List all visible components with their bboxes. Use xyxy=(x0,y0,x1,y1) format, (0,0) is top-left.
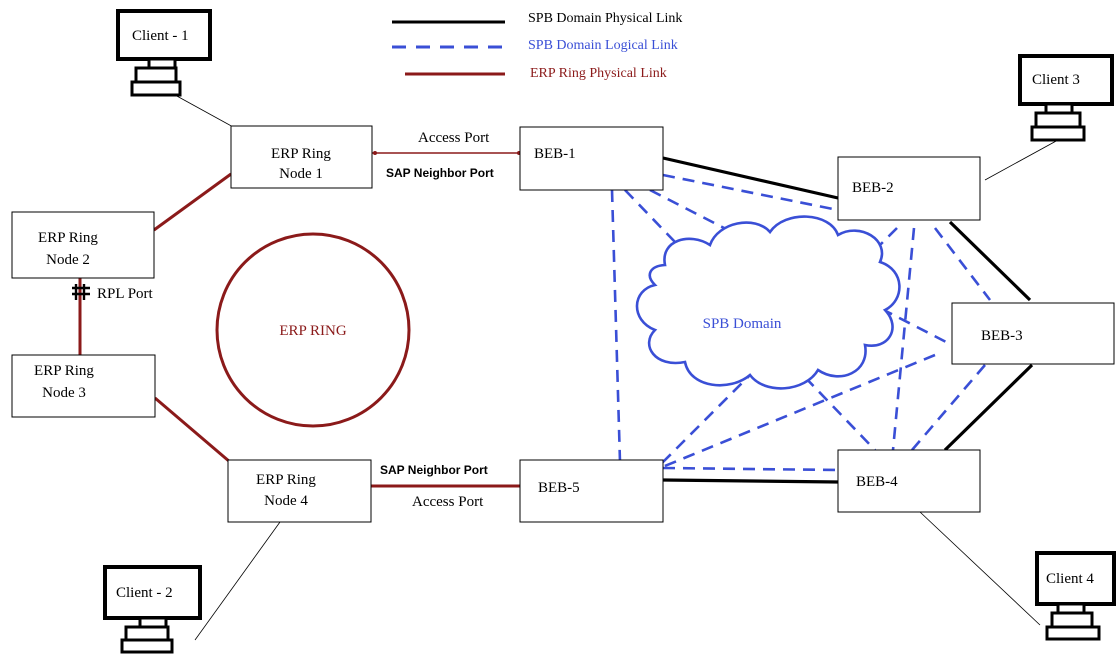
erp-node-4: ERP Ring Node 4 xyxy=(227,459,372,523)
erp-node-4-line1: ERP Ring xyxy=(256,472,316,488)
beb-1: BEB-1 xyxy=(519,126,664,191)
beb-4-label: BEB-4 xyxy=(856,474,898,490)
logical-link xyxy=(933,227,992,301)
legend: SPB Domain Physical Link SPB Domain Logi… xyxy=(392,11,682,81)
erp-node-1-line1: ERP Ring xyxy=(271,146,331,162)
client3-link xyxy=(984,139,1059,181)
node3-node4-link xyxy=(154,396,231,464)
spb-physical-links xyxy=(662,156,1034,484)
client-4-label: Client 4 xyxy=(1046,571,1094,587)
logical-link xyxy=(662,173,839,212)
client-links xyxy=(174,94,1059,641)
client2-link xyxy=(194,521,281,641)
beb2-beb3-link xyxy=(948,220,1032,302)
beb-2: BEB-2 xyxy=(837,156,981,221)
sap-neighbor-bottom-label: SAP Neighbor Port xyxy=(380,463,488,477)
client-4: Client 4 xyxy=(1035,551,1116,641)
legend-physical-label: SPB Domain Physical Link xyxy=(528,11,682,26)
legend-erp-label: ERP Ring Physical Link xyxy=(530,66,667,81)
spb-domain-cloud xyxy=(635,215,901,390)
erp-node-1-line2: Node 1 xyxy=(279,166,323,182)
erp-node-4-line2: Node 4 xyxy=(264,493,308,509)
beb-3: BEB-3 xyxy=(951,302,1115,365)
spb-domain-label: SPB Domain xyxy=(703,316,782,332)
erp-node-3: ERP Ring Node 3 xyxy=(11,354,156,418)
client4-link xyxy=(919,511,1041,626)
erp-node-3-line2: Node 3 xyxy=(42,385,86,401)
computer-icon xyxy=(103,565,202,620)
beb-1-label: BEB-1 xyxy=(534,146,576,162)
beb5-beb4-link xyxy=(662,478,839,484)
erp-node-2-line1: ERP Ring xyxy=(38,230,98,246)
beb3-beb4-link xyxy=(943,363,1034,452)
client-1: Client - 1 xyxy=(116,9,212,97)
sap-neighbor-top-label: SAP Neighbor Port xyxy=(386,166,494,180)
logical-link xyxy=(610,189,622,463)
computer-icon xyxy=(1018,54,1114,106)
node1-node2-link xyxy=(153,172,232,232)
access-port-top-label: Access Port xyxy=(418,130,490,146)
client1-link xyxy=(174,94,236,129)
node1-port-dot xyxy=(373,151,377,155)
erp-node-2: ERP Ring Node 2 xyxy=(11,211,155,279)
legend-logical-label: SPB Domain Logical Link xyxy=(528,38,678,53)
logical-link xyxy=(659,353,936,470)
client-1-label: Client - 1 xyxy=(132,28,189,44)
erp-links xyxy=(78,172,520,488)
logical-link xyxy=(662,466,839,472)
erp-node-1: ERP Ring Node 1 xyxy=(230,125,373,189)
beb1-beb2-link xyxy=(662,156,839,200)
rpl-port-label: RPL Port xyxy=(97,286,154,302)
rpl-port-marker xyxy=(72,284,90,300)
beb-3-label: BEB-3 xyxy=(981,328,1023,344)
erp-ring-label: ERP RING xyxy=(279,323,347,339)
beb-5-label: BEB-5 xyxy=(538,480,580,496)
erp-node-2-line2: Node 2 xyxy=(46,252,90,268)
logical-link xyxy=(891,227,916,451)
client-3: Client 3 xyxy=(1018,54,1114,142)
erp-node-3-line1: ERP Ring xyxy=(34,363,94,379)
access-port-bottom-label: Access Port xyxy=(412,494,484,510)
client-2: Client - 2 xyxy=(103,565,202,654)
erp-ring-circle xyxy=(215,232,411,428)
client-3-label: Client 3 xyxy=(1032,72,1080,88)
client-2-label: Client - 2 xyxy=(116,585,173,601)
beb-4: BEB-4 xyxy=(837,449,981,513)
beb-5: BEB-5 xyxy=(519,459,664,523)
beb-2-label: BEB-2 xyxy=(852,180,894,196)
logical-link xyxy=(911,364,986,451)
